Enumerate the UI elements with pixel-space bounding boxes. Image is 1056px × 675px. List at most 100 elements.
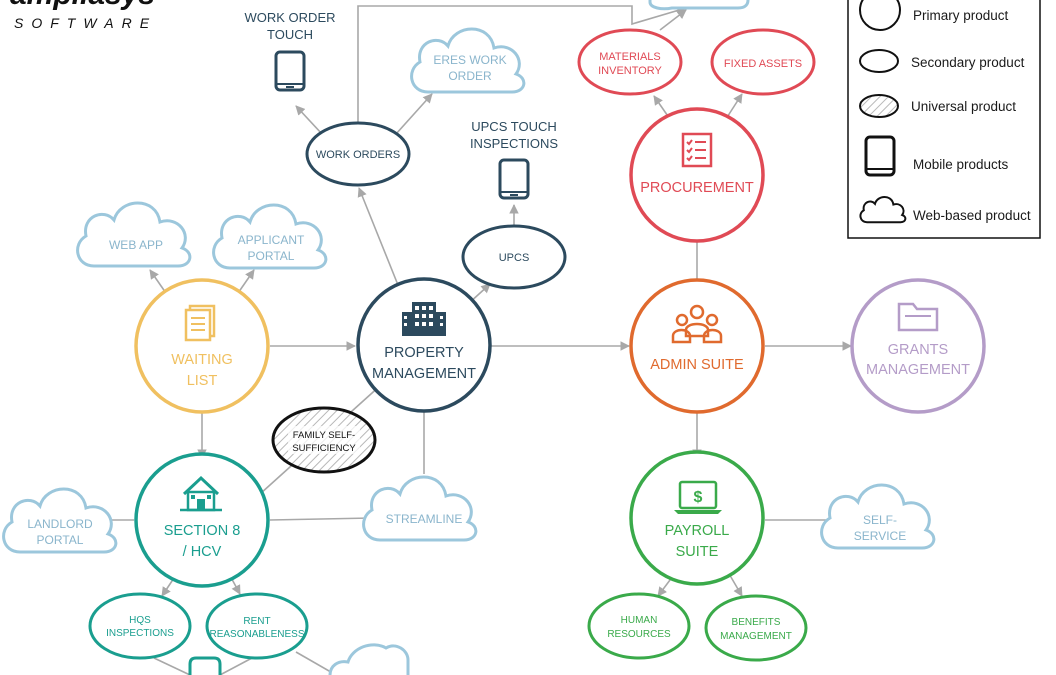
edge-workorders-eres xyxy=(395,93,433,135)
cloud-eres-line2: ORDER xyxy=(448,69,492,83)
edge-workorders-top xyxy=(357,5,687,124)
cloud-landlord-portal-line1: LANDLORD xyxy=(27,517,93,531)
node-human-resources[interactable]: HUMAN RESOURCES xyxy=(587,592,691,660)
legend-web-label: Web-based product xyxy=(913,208,1031,223)
edge-hqs-bottom xyxy=(153,657,191,675)
edge-materials-topcloud xyxy=(659,9,687,31)
tablet-icon xyxy=(274,50,306,92)
legend-item-universal: Universal product xyxy=(859,94,1016,118)
cloud-web-app[interactable]: WEB APP xyxy=(76,201,192,268)
section8-line2: / HCV xyxy=(183,544,222,560)
upcs-touch-line1: UPCS TOUCH xyxy=(471,119,556,134)
cloud-landlord-portal[interactable]: LANDLORD PORTAL xyxy=(2,487,118,554)
payroll-line1: PAYROLL xyxy=(665,523,730,539)
legend-item-web: Web-based product xyxy=(859,195,1031,224)
node-payroll-suite[interactable]: $ PAYROLL SUITE xyxy=(629,450,765,586)
edge-rent-bottom xyxy=(219,657,253,675)
mobile-work-order-touch[interactable]: WORK ORDER TOUCH xyxy=(245,10,336,92)
edge-workorders-touch xyxy=(295,105,323,135)
node-work-orders[interactable]: WORK ORDERS xyxy=(305,121,411,187)
node-materials-inventory[interactable]: MATERIALS INVENTORY xyxy=(577,28,683,96)
cloud-self-service-line1: SELF- xyxy=(863,513,897,527)
node-section8-hcv[interactable]: SECTION 8 / HCV xyxy=(134,452,270,588)
upcs-touch-line2: INSPECTIONS xyxy=(470,136,558,151)
fss-line2: SUFFICIENCY xyxy=(292,443,356,454)
fss-line1: FAMILY SELF- xyxy=(293,430,355,441)
node-procurement[interactable]: PROCUREMENT xyxy=(629,107,765,243)
work-orders-label: WORK ORDERS xyxy=(316,149,400,161)
node-waiting-list[interactable]: WAITING LIST xyxy=(134,278,270,414)
mobile-bottom-partial[interactable] xyxy=(188,656,222,675)
grants-line1: GRANTS xyxy=(888,342,948,358)
legend: Primary product Secondary product Univer… xyxy=(847,0,1041,239)
legend-mobile-label: Mobile products xyxy=(913,157,1009,172)
house-icon xyxy=(180,475,222,512)
node-benefits-management[interactable]: BENEFITS MANAGEMENT xyxy=(704,594,808,662)
fixed-assets-label: FIXED ASSETS xyxy=(724,58,802,70)
edge-pm-workorders xyxy=(357,187,401,291)
mobile-upcs-touch-inspections[interactable]: UPCS TOUCH INSPECTIONS xyxy=(470,119,558,200)
node-hqs-inspections[interactable]: HQS INSPECTIONS xyxy=(88,592,192,660)
cloud-applicant-portal-line1: APPLICANT xyxy=(238,233,305,247)
grants-line2: MANAGEMENT xyxy=(866,362,970,378)
cloud-self-service-line2: SERVICE xyxy=(854,529,906,543)
hqs-line2: INSPECTIONS xyxy=(106,628,174,639)
folder-icon xyxy=(897,302,939,332)
legend-universal-label: Universal product xyxy=(911,99,1016,114)
tablet-icon xyxy=(498,158,530,200)
cloud-applicant-portal-line2: PORTAL xyxy=(248,249,295,263)
tablet-icon xyxy=(188,656,222,675)
procurement-label: PROCUREMENT xyxy=(640,180,754,196)
node-family-self-sufficiency[interactable]: FAMILY SELF- SUFFICIENCY xyxy=(271,406,377,474)
cloud-landlord-portal-line2: PORTAL xyxy=(37,533,84,547)
section8-line1: SECTION 8 xyxy=(164,523,241,539)
logo-tagline: SOFTWARE xyxy=(14,15,157,31)
hr-line2: RESOURCES xyxy=(607,629,671,640)
node-property-management[interactable]: PROPERTY MANAGEMENT xyxy=(356,277,492,413)
node-fixed-assets[interactable]: FIXED ASSETS xyxy=(710,28,816,96)
legend-item-primary: Primary product xyxy=(859,0,1009,31)
benefits-line1: BENEFITS xyxy=(732,617,781,628)
cloud-web-app-label: WEB APP xyxy=(109,238,163,252)
node-rent-reasonableness[interactable]: RENT REASONABLENESS xyxy=(205,592,309,660)
hqs-line1: HQS xyxy=(129,615,151,626)
materials-line2: INVENTORY xyxy=(598,65,662,77)
cloud-self-service[interactable]: SELF- SERVICE xyxy=(820,483,936,550)
people-group-icon xyxy=(671,304,723,344)
node-admin-suite[interactable]: ADMIN SUITE xyxy=(629,278,765,414)
rent-line2: REASONABLENESS xyxy=(209,629,304,640)
legend-item-secondary: Secondary product xyxy=(859,49,1025,73)
edge-section8-streamline xyxy=(269,517,373,521)
document-stack-icon xyxy=(184,304,216,342)
property-management-line2: MANAGEMENT xyxy=(372,366,476,382)
cloud-eres-work-order[interactable]: ERES WORK ORDER xyxy=(410,27,526,94)
laptop-dollar-icon: $ xyxy=(674,480,722,514)
office-building-icon xyxy=(402,302,446,336)
tablet-icon xyxy=(864,135,896,177)
payroll-line2: SUITE xyxy=(676,544,719,560)
work-order-touch-line1: WORK ORDER xyxy=(245,10,336,25)
legend-item-mobile: Mobile products xyxy=(864,135,1009,177)
legend-primary-label: Primary product xyxy=(913,8,1009,23)
node-upcs[interactable]: UPCS xyxy=(461,224,567,290)
benefits-line2: MANAGEMENT xyxy=(720,631,792,642)
cloud-applicant-portal[interactable]: APPLICANT PORTAL xyxy=(212,203,328,270)
cloud-eres-line1: ERES WORK xyxy=(433,53,506,67)
clipboard-checklist-icon xyxy=(681,132,713,168)
work-order-touch-line2: TOUCH xyxy=(267,27,313,42)
legend-secondary-label: Secondary product xyxy=(911,55,1025,70)
cloud-streamline-label: STREAMLINE xyxy=(386,512,463,526)
node-grants-management[interactable]: GRANTS MANAGEMENT xyxy=(850,278,986,414)
waiting-list-line1: WAITING xyxy=(171,352,232,368)
top-right-partial-cloud[interactable] xyxy=(648,0,750,11)
property-management-line1: PROPERTY xyxy=(384,345,464,361)
materials-line1: MATERIALS xyxy=(599,51,661,63)
upcs-label: UPCS xyxy=(499,252,530,264)
logo-brand-text: ampliasys xyxy=(10,0,155,11)
rent-line1: RENT xyxy=(243,616,270,627)
waiting-list-line2: LIST xyxy=(187,373,218,389)
cloud-streamline[interactable]: STREAMLINE xyxy=(362,475,478,542)
company-logo: ampliasys SOFTWARE xyxy=(10,0,157,31)
cloud-bottom-partial[interactable] xyxy=(328,643,410,675)
